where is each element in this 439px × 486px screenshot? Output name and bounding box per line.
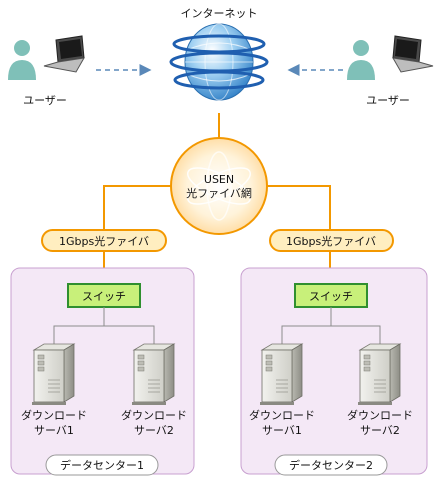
user-right-label: ユーザー [366, 94, 410, 107]
fiber-link-1-pill [41, 229, 167, 252]
dc2-server2-label-line2: サーバ2 [360, 424, 400, 437]
usen-label-line2: 光ファイバ網 [186, 186, 252, 200]
datacenter-1-name-pill [45, 454, 159, 476]
switch-1-label: スイッチ [82, 290, 126, 303]
dc1-server2-label-line2: サーバ2 [134, 424, 174, 437]
usen-label-line1: USEN [204, 173, 234, 186]
dc2-server1-icon [260, 343, 304, 405]
dc1-server1-label-line1: ダウンロード [21, 408, 87, 422]
dc2-server1-label-line2: サーバ1 [262, 424, 302, 437]
datacenter-2-name: データセンター2 [289, 458, 373, 472]
lan-lines [53, 307, 381, 344]
dc1-server2-label-line1: ダウンロード [121, 408, 187, 422]
user-right-icon [347, 40, 375, 80]
fiber-link-2-label: 1Gbps光ファイバ [286, 234, 376, 248]
dc2-server1-label-line1: ダウンロード [249, 408, 315, 422]
laptop-left-icon [43, 35, 85, 73]
servers-group [32, 343, 402, 405]
datacenter-2-name-pill [274, 454, 388, 476]
internet-label: インターネット [181, 7, 258, 20]
usen-network-node [170, 137, 268, 235]
dc1-server2-icon [132, 343, 176, 405]
internet-globe-icon [169, 23, 269, 101]
dc2-server2-label-line1: ダウンロード [347, 408, 413, 422]
user-left-label: ユーザー [23, 94, 67, 107]
dc2-server2-icon [358, 343, 402, 405]
datacenter-1-name: データセンター1 [60, 458, 144, 472]
user-left-icon [8, 40, 36, 80]
laptop-right-icon [392, 35, 434, 73]
fiber-link-1-label: 1Gbps光ファイバ [59, 234, 149, 248]
dc1-server1-label-line2: サーバ1 [34, 424, 74, 437]
switch-2-label: スイッチ [309, 290, 353, 303]
fiber-link-2-pill [269, 229, 394, 252]
dc1-server1-icon [32, 343, 76, 405]
